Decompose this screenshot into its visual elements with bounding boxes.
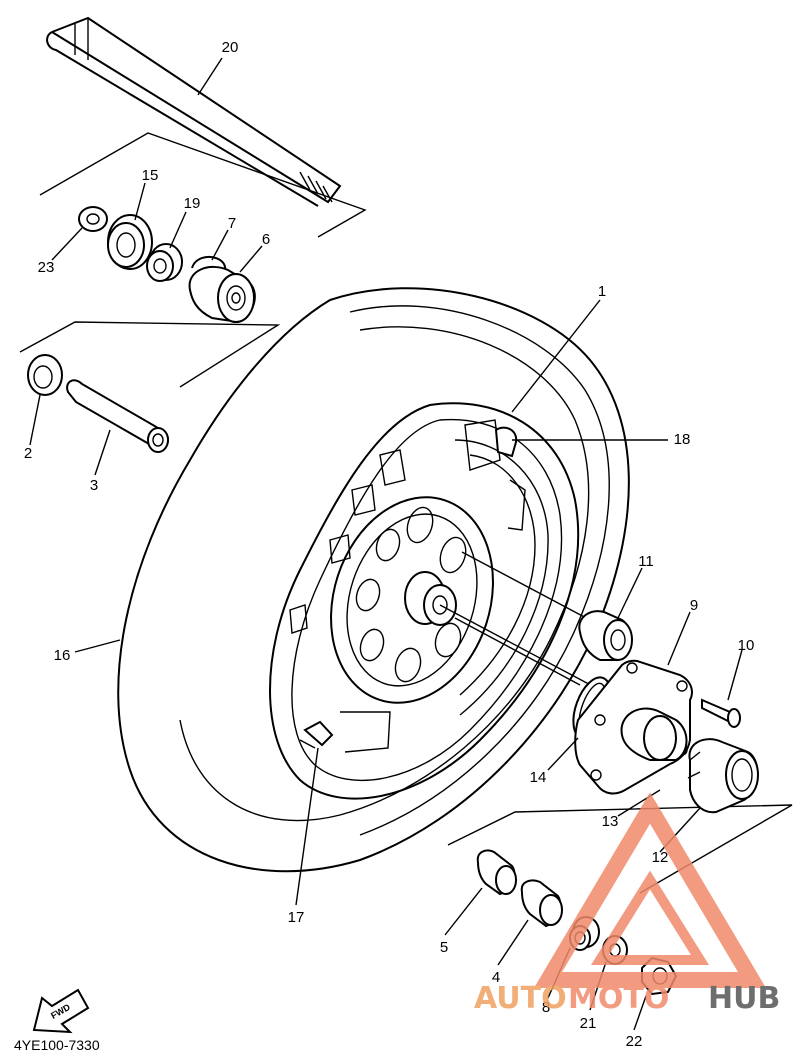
part-labels: 20 15 19 7 6 23 2 3 1 18 16 11 9 10 14 1… xyxy=(24,39,755,1050)
drawing-code: 4YE100-7330 xyxy=(14,1037,100,1053)
oil-seal-15 xyxy=(107,214,153,270)
part-label-22: 22 xyxy=(626,1033,643,1050)
part-label-16: 16 xyxy=(54,647,71,664)
part-label-23: 23 xyxy=(38,259,55,276)
bearing-12-13 xyxy=(687,738,759,814)
part-label-15: 15 xyxy=(142,167,159,184)
part-label-8: 8 xyxy=(542,999,550,1016)
part-label-14: 14 xyxy=(530,769,547,786)
part-label-19: 19 xyxy=(184,195,201,212)
hub-flange-9 xyxy=(574,659,693,795)
logo-text-auto: AUTO xyxy=(474,981,567,1016)
collar-11 xyxy=(578,610,633,661)
part-label-20: 20 xyxy=(222,39,239,56)
oil-seal-2 xyxy=(27,354,63,396)
spacer-3 xyxy=(66,379,169,453)
bearing-6 xyxy=(188,265,256,324)
axle-part xyxy=(46,16,342,207)
assembly-guide-lines xyxy=(439,551,601,691)
part-label-13: 13 xyxy=(602,813,619,830)
collar-4 xyxy=(520,879,563,928)
part-label-7: 7 xyxy=(228,215,236,232)
logo-text-hub: HUB xyxy=(708,981,780,1016)
part-label-11: 11 xyxy=(638,553,654,570)
part-label-3: 3 xyxy=(90,477,98,494)
logo-text-moto: MOTO xyxy=(568,981,669,1016)
part-label-18: 18 xyxy=(674,431,691,448)
collar-23 xyxy=(78,206,108,232)
part-label-9: 9 xyxy=(690,597,698,614)
collar-5 xyxy=(476,849,517,896)
collar-19 xyxy=(146,243,183,282)
tire-part xyxy=(117,287,630,873)
part-label-17: 17 xyxy=(288,909,305,926)
bolt-10 xyxy=(701,698,741,728)
part-label-2: 2 xyxy=(24,445,32,462)
fwd-arrow-icon: FWD xyxy=(32,988,90,1034)
part-label-12: 12 xyxy=(652,849,669,866)
wheel-rim-part-1 xyxy=(269,402,580,800)
part-label-1: 1 xyxy=(598,283,606,300)
part-label-5: 5 xyxy=(440,939,448,956)
automotohub-logo: AUTO MOTO HUB xyxy=(474,792,780,1016)
part-label-4: 4 xyxy=(492,969,500,986)
part-label-6: 6 xyxy=(262,231,270,248)
part-label-21: 21 xyxy=(580,1015,597,1032)
part-label-10: 10 xyxy=(738,637,755,654)
